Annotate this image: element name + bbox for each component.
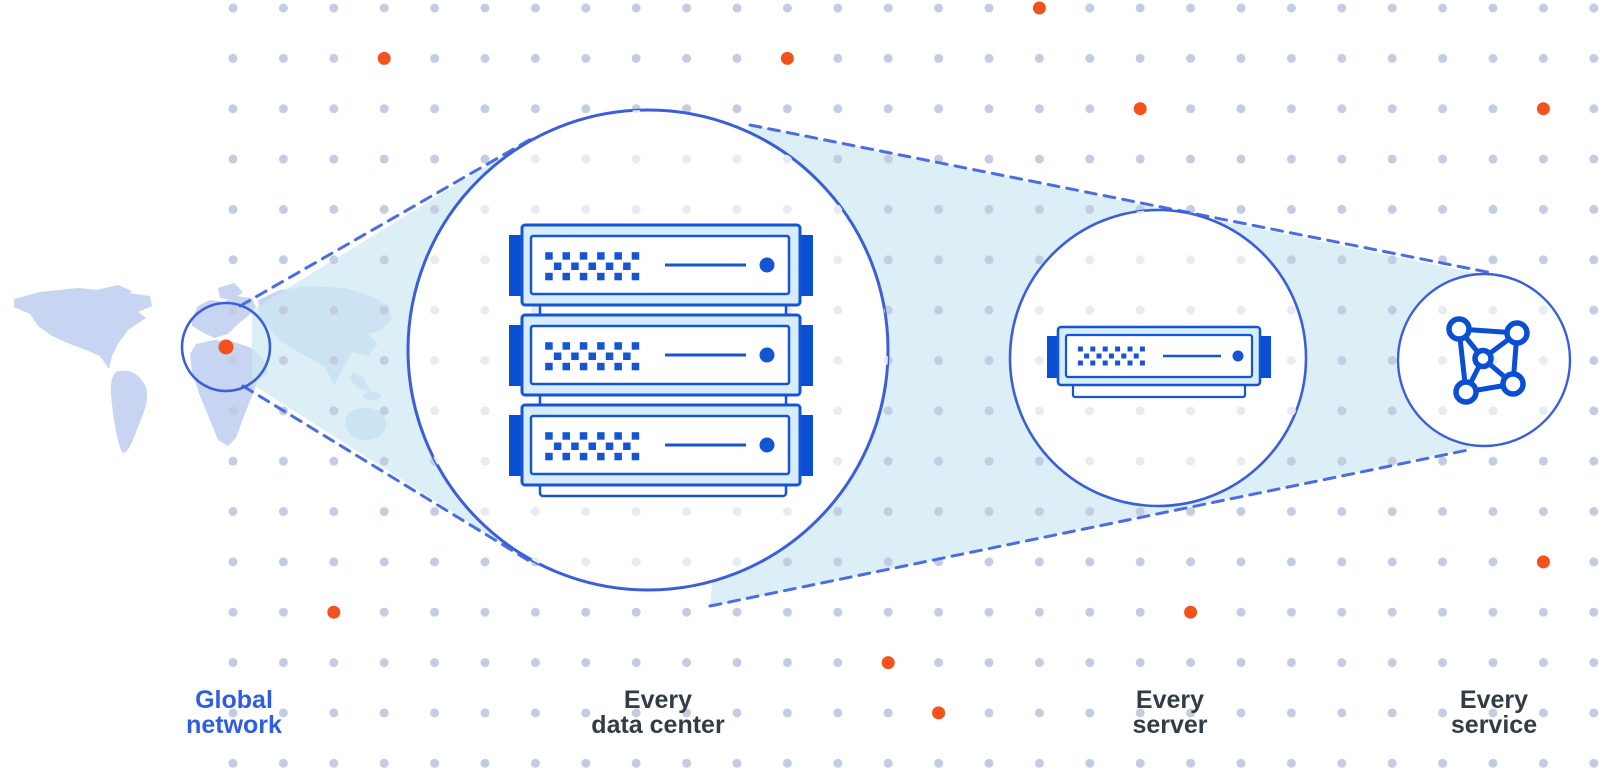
server-led-dot xyxy=(1232,350,1244,362)
accent-dot xyxy=(780,51,794,65)
network-graph-icon xyxy=(1446,316,1530,405)
label-line: Global xyxy=(195,686,273,714)
accent-dot xyxy=(932,706,946,720)
dashed-line-right-bottom xyxy=(708,448,1470,608)
dashed-line-right-top xyxy=(748,123,1494,275)
label-line: server xyxy=(1132,711,1208,739)
server-front-panel xyxy=(1064,333,1254,379)
label-line: data center xyxy=(591,711,725,739)
server-rack-stack-icon xyxy=(507,223,815,498)
label-every-server: Every server xyxy=(1132,688,1207,738)
map-north-america xyxy=(14,288,152,369)
label-line: Every xyxy=(623,686,693,714)
map-marker-dot xyxy=(218,339,234,355)
rack-unit-2 xyxy=(507,313,815,408)
rack-unit-1 xyxy=(507,223,815,318)
accent-dot xyxy=(1032,1,1046,15)
accent-dots xyxy=(327,1,1550,720)
label-line: Every xyxy=(1135,686,1205,714)
label-every-data-center: Every data center xyxy=(591,688,724,738)
rack-unit-3 xyxy=(507,403,815,498)
label-line: Every xyxy=(1459,686,1529,714)
dashed-line-map-top xyxy=(238,137,533,308)
server-unit-icon xyxy=(1047,325,1271,399)
label-line: network xyxy=(186,711,282,739)
accent-dot xyxy=(1184,605,1198,619)
accent-dot xyxy=(377,51,391,65)
accent-dot xyxy=(1536,555,1550,569)
dashed-line-map-bottom xyxy=(241,384,533,564)
map-focus-circle xyxy=(180,301,272,393)
network-graph-nodes xyxy=(1446,316,1530,405)
label-every-service: Every service xyxy=(1451,688,1537,738)
accent-dot xyxy=(1536,102,1550,116)
accent-dot xyxy=(327,605,341,619)
map-south-america xyxy=(110,370,148,453)
server-right-tab xyxy=(1259,336,1271,378)
dashed-tangent-lines xyxy=(238,123,1494,608)
accent-dot xyxy=(1133,102,1147,116)
label-line: service xyxy=(1450,711,1538,739)
accent-dot xyxy=(881,656,895,670)
server-dither-pattern xyxy=(1077,346,1145,366)
label-global-network: Global network xyxy=(186,688,282,738)
server-left-tab xyxy=(1047,336,1059,378)
